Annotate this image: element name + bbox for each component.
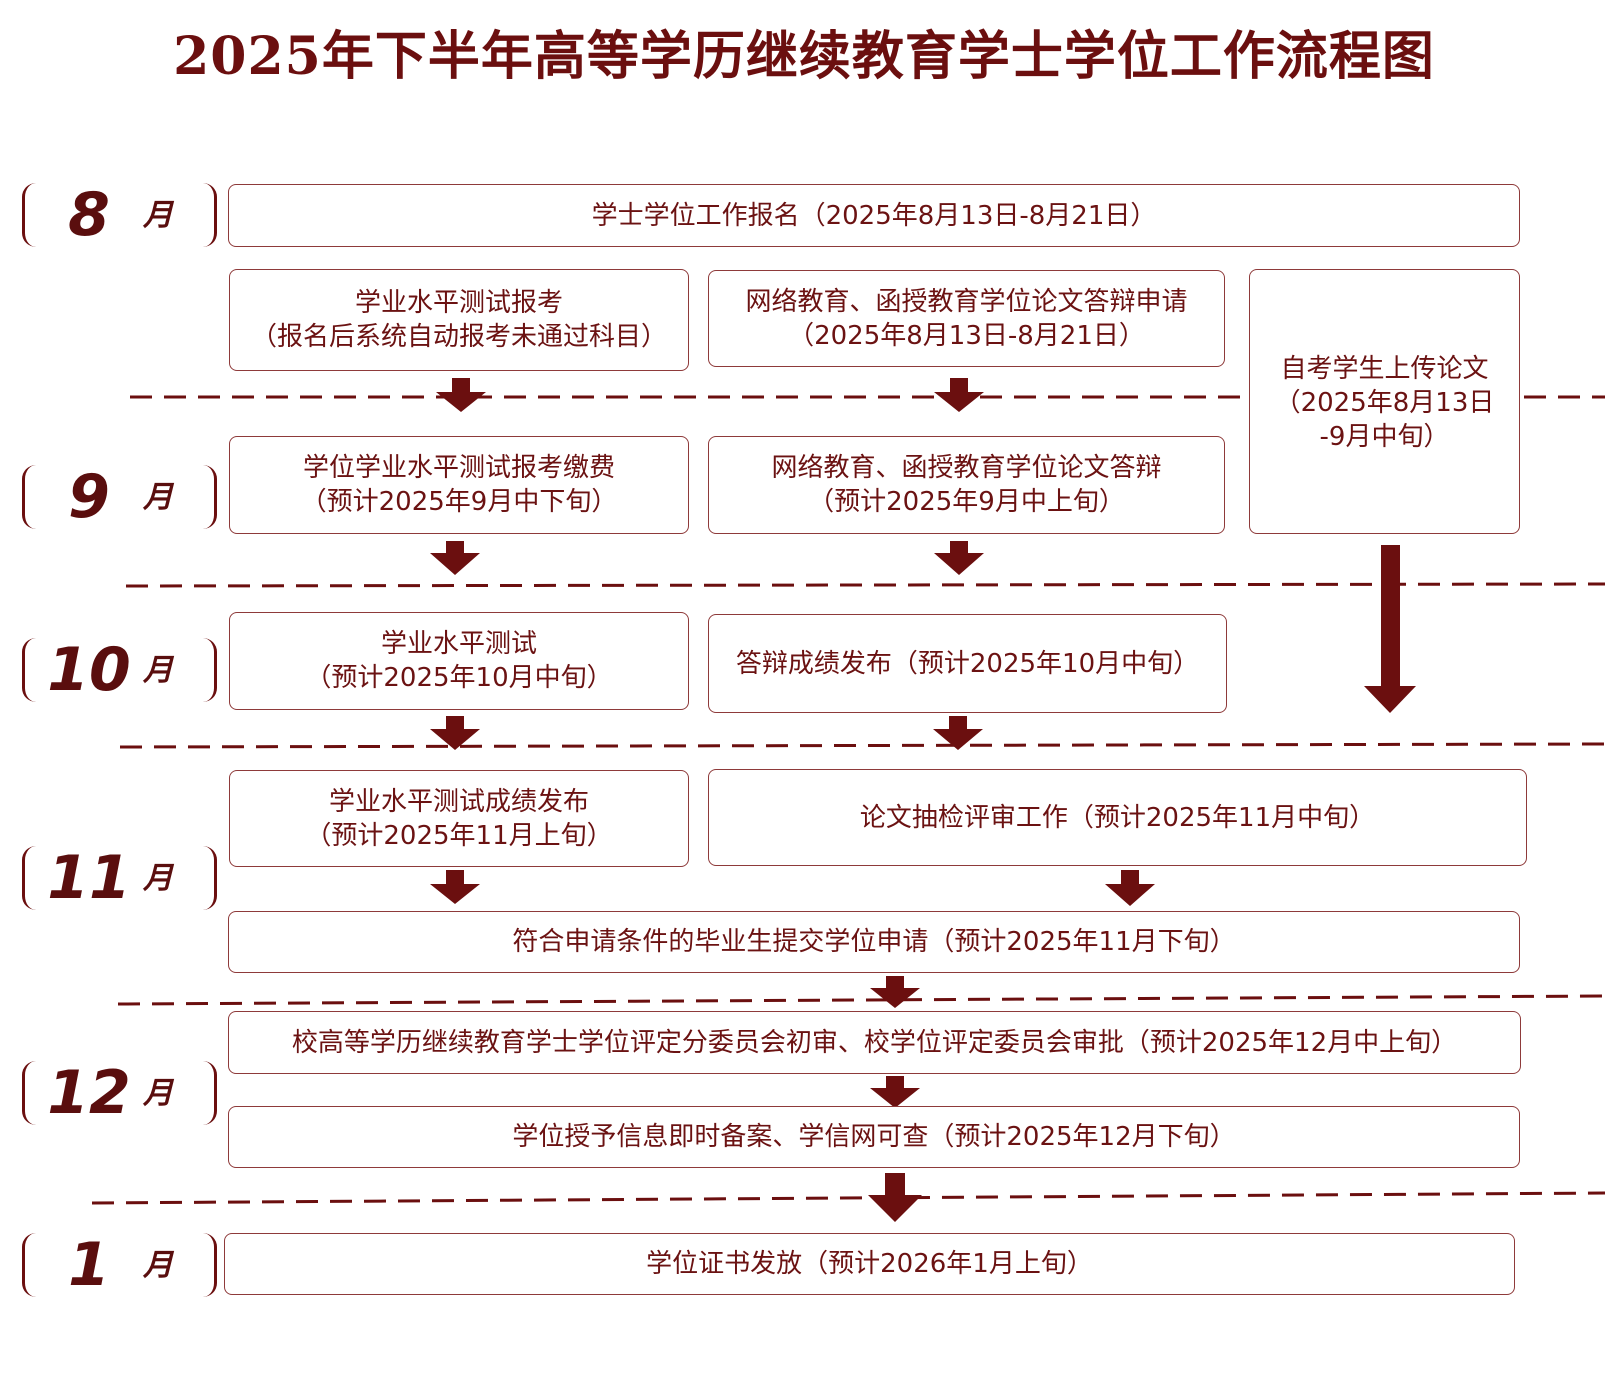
month-number: 9	[68, 462, 110, 532]
month-label-aug: 8 月	[22, 183, 217, 247]
month-unit: 月	[143, 653, 173, 688]
month-unit: 月	[143, 198, 173, 233]
step-text: 自考学生上传论文	[1280, 354, 1489, 384]
month-unit: 月	[143, 1248, 173, 1283]
arrow-down-icon	[870, 1076, 920, 1108]
arrow-down-icon	[1105, 870, 1155, 906]
arrow-down-icon	[430, 870, 480, 904]
step-text: 论文抽检评审工作（预计2025年11月中旬）	[859, 802, 1376, 833]
arrow-down-icon	[430, 541, 480, 575]
step-text: 学位学业水平测试报考缴费	[302, 453, 615, 483]
step-text: 学业水平测试成绩发布	[328, 786, 589, 817]
step-thesis-review: 论文抽检评审工作（预计2025年11月中旬）	[708, 769, 1527, 866]
step-text: 学位授予信息即时备案、学信网可查（预计2025年12月下旬）	[512, 1122, 1236, 1152]
month-divider-sep-oct	[125, 582, 1606, 588]
step-text: 学位证书发放（预计2026年1月上旬）	[646, 1249, 1093, 1279]
step-committee-review: 校高等学历继续教育学士学位评定分委员会初审、校学位评定委员会审批（预计2025年…	[228, 1011, 1521, 1074]
step-text: （预计2025年9月中上旬）	[808, 487, 1125, 517]
step-text: 网络教育、函授教育学位论文答辩	[771, 453, 1162, 483]
step-text: （预计2025年10月中旬）	[305, 663, 613, 693]
month-label-jan: 1 月	[22, 1233, 217, 1297]
step-text: （预计2025年9月中下旬）	[300, 487, 618, 517]
month-divider-oct-nov	[119, 742, 1606, 749]
step-text: （2025年8月13日	[1274, 388, 1495, 418]
step-degree-application: 符合申请条件的毕业生提交学位申请（预计2025年11月下旬）	[228, 911, 1520, 973]
month-number: 1	[68, 1230, 110, 1300]
step-text: 校高等学历继续教育学士学位评定分委员会初审、校学位评定委员会审批（预计2025年…	[291, 1027, 1458, 1058]
step-text: 符合申请条件的毕业生提交学位申请（预计2025年11月下旬）	[512, 927, 1236, 957]
month-number: 12	[47, 1058, 131, 1128]
step-text: （报名后系统自动报考未通过科目）	[250, 322, 667, 352]
month-label-sep: 9 月	[22, 465, 217, 529]
step-text: 学业水平测试	[380, 629, 537, 659]
month-label-nov: 11 月	[22, 846, 217, 910]
step-defense-results: 答辩成绩发布（预计2025年10月中旬）	[708, 614, 1227, 713]
step-test-results: 学业水平测试成绩发布 （预计2025年11月上旬）	[229, 770, 689, 867]
step-self-study-upload: 自考学生上传论文 （2025年8月13日 -9月中旬）	[1249, 269, 1520, 534]
month-number: 8	[68, 180, 110, 250]
step-filing: 学位授予信息即时备案、学信网可查（预计2025年12月下旬）	[228, 1106, 1520, 1168]
month-unit: 月	[143, 1076, 173, 1111]
arrow-down-icon	[1364, 545, 1416, 713]
month-number: 11	[47, 843, 131, 913]
step-text: 答辩成绩发布（预计2025年10月中旬）	[735, 648, 1200, 679]
step-defense: 网络教育、函授教育学位论文答辩 （预计2025年9月中上旬）	[708, 436, 1225, 534]
month-unit: 月	[143, 480, 173, 515]
step-text: 学士学位工作报名（2025年8月13日-8月21日）	[591, 200, 1157, 231]
step-registration: 学士学位工作报名（2025年8月13日-8月21日）	[228, 184, 1520, 247]
arrow-down-icon	[430, 716, 480, 750]
step-text: 学业水平测试报考	[354, 288, 563, 318]
step-certificate: 学位证书发放（预计2026年1月上旬）	[224, 1233, 1515, 1295]
arrow-down-icon	[868, 1173, 922, 1222]
arrow-down-icon	[933, 716, 983, 750]
arrow-down-icon	[870, 976, 920, 1008]
month-label-oct: 10 月	[22, 638, 217, 702]
month-unit: 月	[143, 861, 173, 896]
arrow-down-icon	[436, 378, 486, 412]
month-divider-nov-dec	[117, 994, 1606, 1006]
step-text: -9月中旬）	[1319, 422, 1450, 452]
step-level-test-signup: 学业水平测试报考 （报名后系统自动报考未通过科目）	[229, 269, 689, 371]
arrow-down-icon	[934, 378, 984, 412]
page-title: 2025年下半年高等学历继续教育学士学位工作流程图	[173, 26, 1435, 87]
step-text: 网络教育、函授教育学位论文答辩申请	[745, 286, 1188, 317]
month-number: 10	[47, 635, 131, 705]
step-defense-application: 网络教育、函授教育学位论文答辩申请 （2025年8月13日-8月21日）	[708, 270, 1225, 367]
step-test-fee: 学位学业水平测试报考缴费 （预计2025年9月中下旬）	[229, 436, 689, 534]
arrow-down-icon	[934, 541, 984, 575]
step-text: （2025年8月13日-8月21日）	[788, 320, 1145, 351]
month-divider-dec-jan	[91, 1191, 1606, 1205]
step-level-test: 学业水平测试 （预计2025年10月中旬）	[229, 612, 689, 710]
month-label-dec: 12 月	[22, 1061, 217, 1125]
step-text: （预计2025年11月上旬）	[305, 820, 613, 851]
